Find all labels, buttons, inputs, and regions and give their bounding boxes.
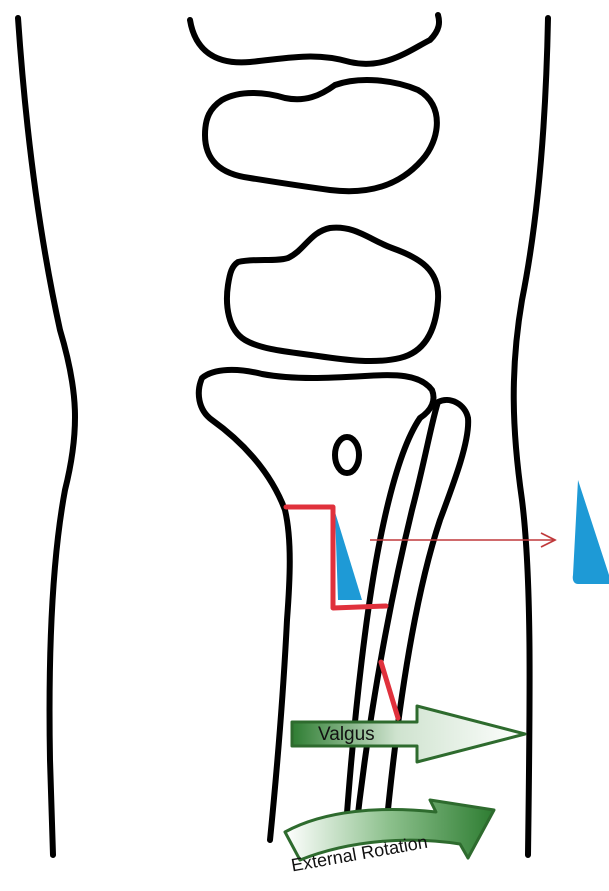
valgus-label: Valgus [318, 724, 375, 745]
femur-outline [190, 15, 439, 64]
leg-outline-right [514, 18, 548, 855]
leg-outline-left [18, 18, 75, 855]
tibia-hole [335, 437, 359, 473]
fibula-outline [355, 400, 468, 840]
upper-bone-outline [205, 80, 437, 191]
tibia-outline [199, 370, 434, 840]
osteotomy-wedge [335, 512, 362, 600]
osteotomy-cut-fibula [381, 662, 398, 718]
blue-wedge-icon [573, 480, 609, 584]
middle-bone-outline [227, 228, 438, 361]
